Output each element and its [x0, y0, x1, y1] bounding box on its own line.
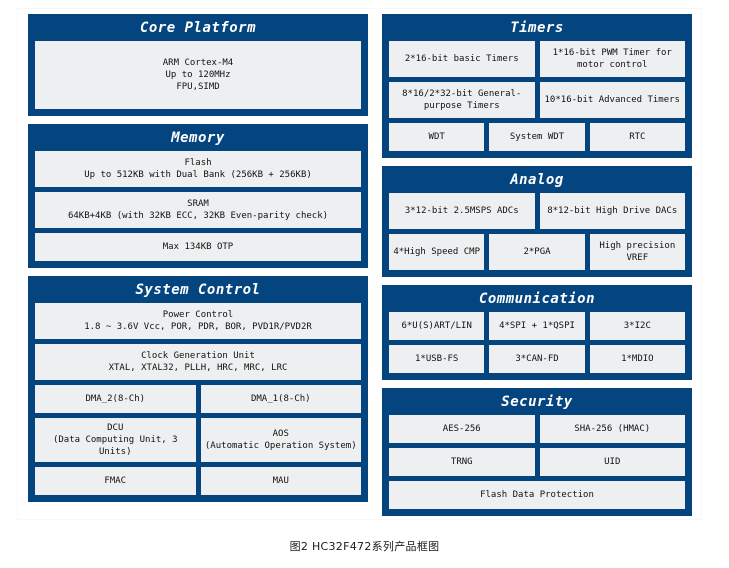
block-rtc: RTC: [589, 123, 685, 151]
block-max-134kb-otp: Max 134KB OTP: [35, 233, 361, 261]
block-1-usb-fs: 1*USB-FS: [389, 345, 485, 373]
panel-row: Max 134KB OTP: [35, 233, 361, 261]
panel-row: SRAM 64KB+4KB (with 32KB ECC, 32KB Even-…: [35, 192, 361, 228]
block-trng: TRNG: [389, 448, 535, 476]
block-sha-256-hmac: SHA-256 (HMAC): [539, 415, 685, 443]
block-8-12-bit-high-drive-dacs: 8*12-bit High Drive DACs: [539, 193, 685, 229]
panel-title-communication: Communication: [478, 291, 596, 307]
panel-title-core-platform: Core Platform: [139, 20, 257, 36]
block-4-high-speed-cmp: 4*High Speed CMP: [389, 234, 485, 270]
block-aes-256: AES-256: [389, 415, 535, 443]
block-1-mdio: 1*MDIO: [589, 345, 685, 373]
block-8-16-2-32-bit-general-purpose-timers: 8*16/2*32-bit General-purpose Timers: [389, 82, 535, 118]
panel-title-memory: Memory: [171, 130, 225, 146]
block-2-16-bit-basic-timers: 2*16-bit basic Timers: [389, 41, 535, 77]
block-aos-automatic-operation-system: AOS (Automatic Operation System): [200, 418, 361, 462]
block-2-pga: 2*PGA: [489, 234, 585, 270]
panel-row: DCU (Data Computing Unit, 3 Units)AOS (A…: [35, 418, 361, 462]
panel-rows: Power Control 1.8 ~ 3.6V Vcc, POR, PDR, …: [35, 303, 361, 495]
block-clock-generation-unit-xtal-xtal32-pllh-hrc-mrc-l: Clock Generation Unit XTAL, XTAL32, PLLH…: [35, 344, 361, 380]
panel-row: Flash Up to 512KB with Dual Bank (256KB …: [35, 151, 361, 187]
block-3-i2c: 3*I2C: [589, 312, 685, 340]
block-system-wdt: System WDT: [489, 123, 585, 151]
block-10-16-bit-advanced-timers: 10*16-bit Advanced Timers: [539, 82, 685, 118]
block-6-u-s-art-lin: 6*U(S)ART/LIN: [389, 312, 485, 340]
block-flash-up-to-512kb-with-dual-bank-256kb-256kb: Flash Up to 512KB with Dual Bank (256KB …: [35, 151, 361, 187]
panel-rows: ARM Cortex-M4 Up to 120MHz FPU,SIMD: [35, 41, 361, 109]
block-mau: MAU: [200, 467, 361, 495]
figure-caption: 图2 HC32F472系列产品框图: [289, 540, 440, 553]
block-arm-cortex-m4-up-to-120mhz-fpu-simd: ARM Cortex-M4 Up to 120MHz FPU,SIMD: [35, 41, 361, 109]
block-wdt: WDT: [389, 123, 485, 151]
panel-row: Flash Data Protection: [389, 481, 685, 509]
block-fmac: FMAC: [35, 467, 196, 495]
block-high-precision-vref: High precision VREF: [589, 234, 685, 270]
block-4-spi-1-qspi: 4*SPI + 1*QSPI: [489, 312, 585, 340]
block-1-16-bit-pwm-timer-for-motor-control: 1*16-bit PWM Timer for motor control: [539, 41, 685, 77]
block-flash-data-protection: Flash Data Protection: [389, 481, 685, 509]
panel-rows: Flash Up to 512KB with Dual Bank (256KB …: [35, 151, 361, 261]
block-dcu-data-computing-unit-3-units: DCU (Data Computing Unit, 3 Units): [35, 418, 196, 462]
block-dma-1-8-ch: DMA_1(8-Ch): [200, 385, 361, 413]
panel-title-timers: Timers: [510, 20, 564, 36]
block-power-control-1-8-3-6v-vcc-por-pdr-bor-pvd1r-pvd: Power Control 1.8 ~ 3.6V Vcc, POR, PDR, …: [35, 303, 361, 339]
block-3-12-bit-2-5msps-adcs: 3*12-bit 2.5MSPS ADCs: [389, 193, 535, 229]
panel-title-security: Security: [501, 394, 573, 410]
panel-row: ARM Cortex-M4 Up to 120MHz FPU,SIMD: [35, 41, 361, 109]
block-dma-2-8-ch: DMA_2(8-Ch): [35, 385, 196, 413]
panel-row: DMA_2(8-Ch)DMA_1(8-Ch): [35, 385, 361, 413]
panel-row: Clock Generation Unit XTAL, XTAL32, PLLH…: [35, 344, 361, 380]
panel-title-system-control: System Control: [135, 282, 261, 298]
block-uid: UID: [539, 448, 685, 476]
panel-row: Power Control 1.8 ~ 3.6V Vcc, POR, PDR, …: [35, 303, 361, 339]
block-3-can-fd: 3*CAN-FD: [489, 345, 585, 373]
panel-title-analog: Analog: [510, 172, 564, 188]
block-sram-64kb-4kb-with-32kb-ecc-32kb-even-parity-che: SRAM 64KB+4KB (with 32KB ECC, 32KB Even-…: [35, 192, 361, 228]
